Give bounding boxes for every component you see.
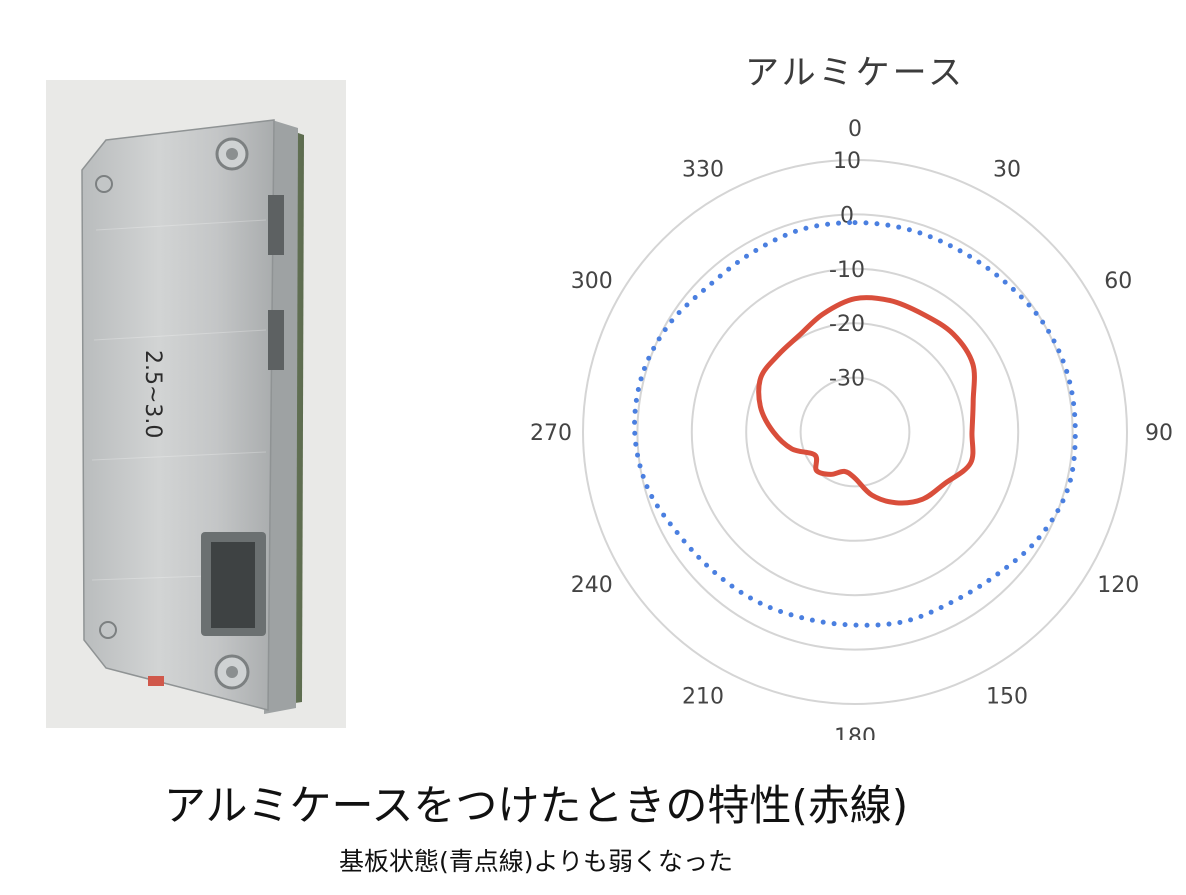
screw-top-left [95, 175, 113, 193]
screw-bottom-left [99, 621, 117, 639]
radial-tick-3: -20 [829, 312, 865, 337]
usb-port-1 [268, 195, 284, 255]
polar-grid [582, 159, 1128, 705]
radial-tick-0: 10 [833, 149, 861, 174]
grid-ring-2 [690, 267, 1020, 597]
angle-tick-90: 90 [1145, 421, 1173, 446]
radial-tick-labels: 10 0 -10 -20 -30 [829, 149, 865, 392]
aluminum-case-illustration: 2.5~3.0 [81, 119, 304, 714]
angle-tick-60: 60 [1104, 269, 1132, 294]
sub-caption: 基板状態(青点線)よりも弱くなった [338, 847, 733, 876]
angle-tick-150: 150 [986, 684, 1028, 709]
angle-tick-30: 30 [993, 158, 1021, 183]
radial-tick-2: -10 [829, 258, 865, 283]
series-line-0 [632, 220, 1078, 628]
series-layer [632, 220, 1078, 628]
grid-ring-0 [582, 159, 1128, 705]
angle-tick-120: 120 [1097, 573, 1139, 598]
angle-tick-labels: 0 30 60 90 120 150 180 210 240 270 300 330 [530, 117, 1173, 740]
angle-tick-270: 270 [530, 421, 572, 446]
grid-ring-3 [745, 322, 965, 542]
angle-tick-210: 210 [682, 684, 724, 709]
polar-chart: アルミケース 0 30 60 90 120 150 180 210 240 270 300 330 1… [530, 53, 1173, 740]
angle-tick-240: 240 [571, 573, 613, 598]
aluminum-case-photo: 2.5~3.0 [46, 80, 346, 728]
angle-tick-180: 180 [834, 725, 876, 740]
angle-tick-330: 330 [682, 158, 724, 183]
radial-tick-1: 0 [840, 203, 854, 228]
grid-ring-1 [636, 213, 1074, 651]
grid-ring-4 [799, 376, 911, 488]
handwritten-label: 2.5~3.0 [140, 350, 165, 438]
main-caption: アルミケースをつけたときの特性(赤線) [163, 781, 909, 830]
angle-tick-0: 0 [848, 117, 862, 142]
usb-port-2 [268, 310, 284, 370]
radial-tick-4: -30 [829, 367, 865, 392]
angle-tick-300: 300 [571, 269, 613, 294]
chart-title: アルミケース [745, 53, 965, 93]
hdmi-port [211, 542, 255, 628]
red-tag [148, 676, 164, 686]
series-line-1 [756, 295, 977, 506]
